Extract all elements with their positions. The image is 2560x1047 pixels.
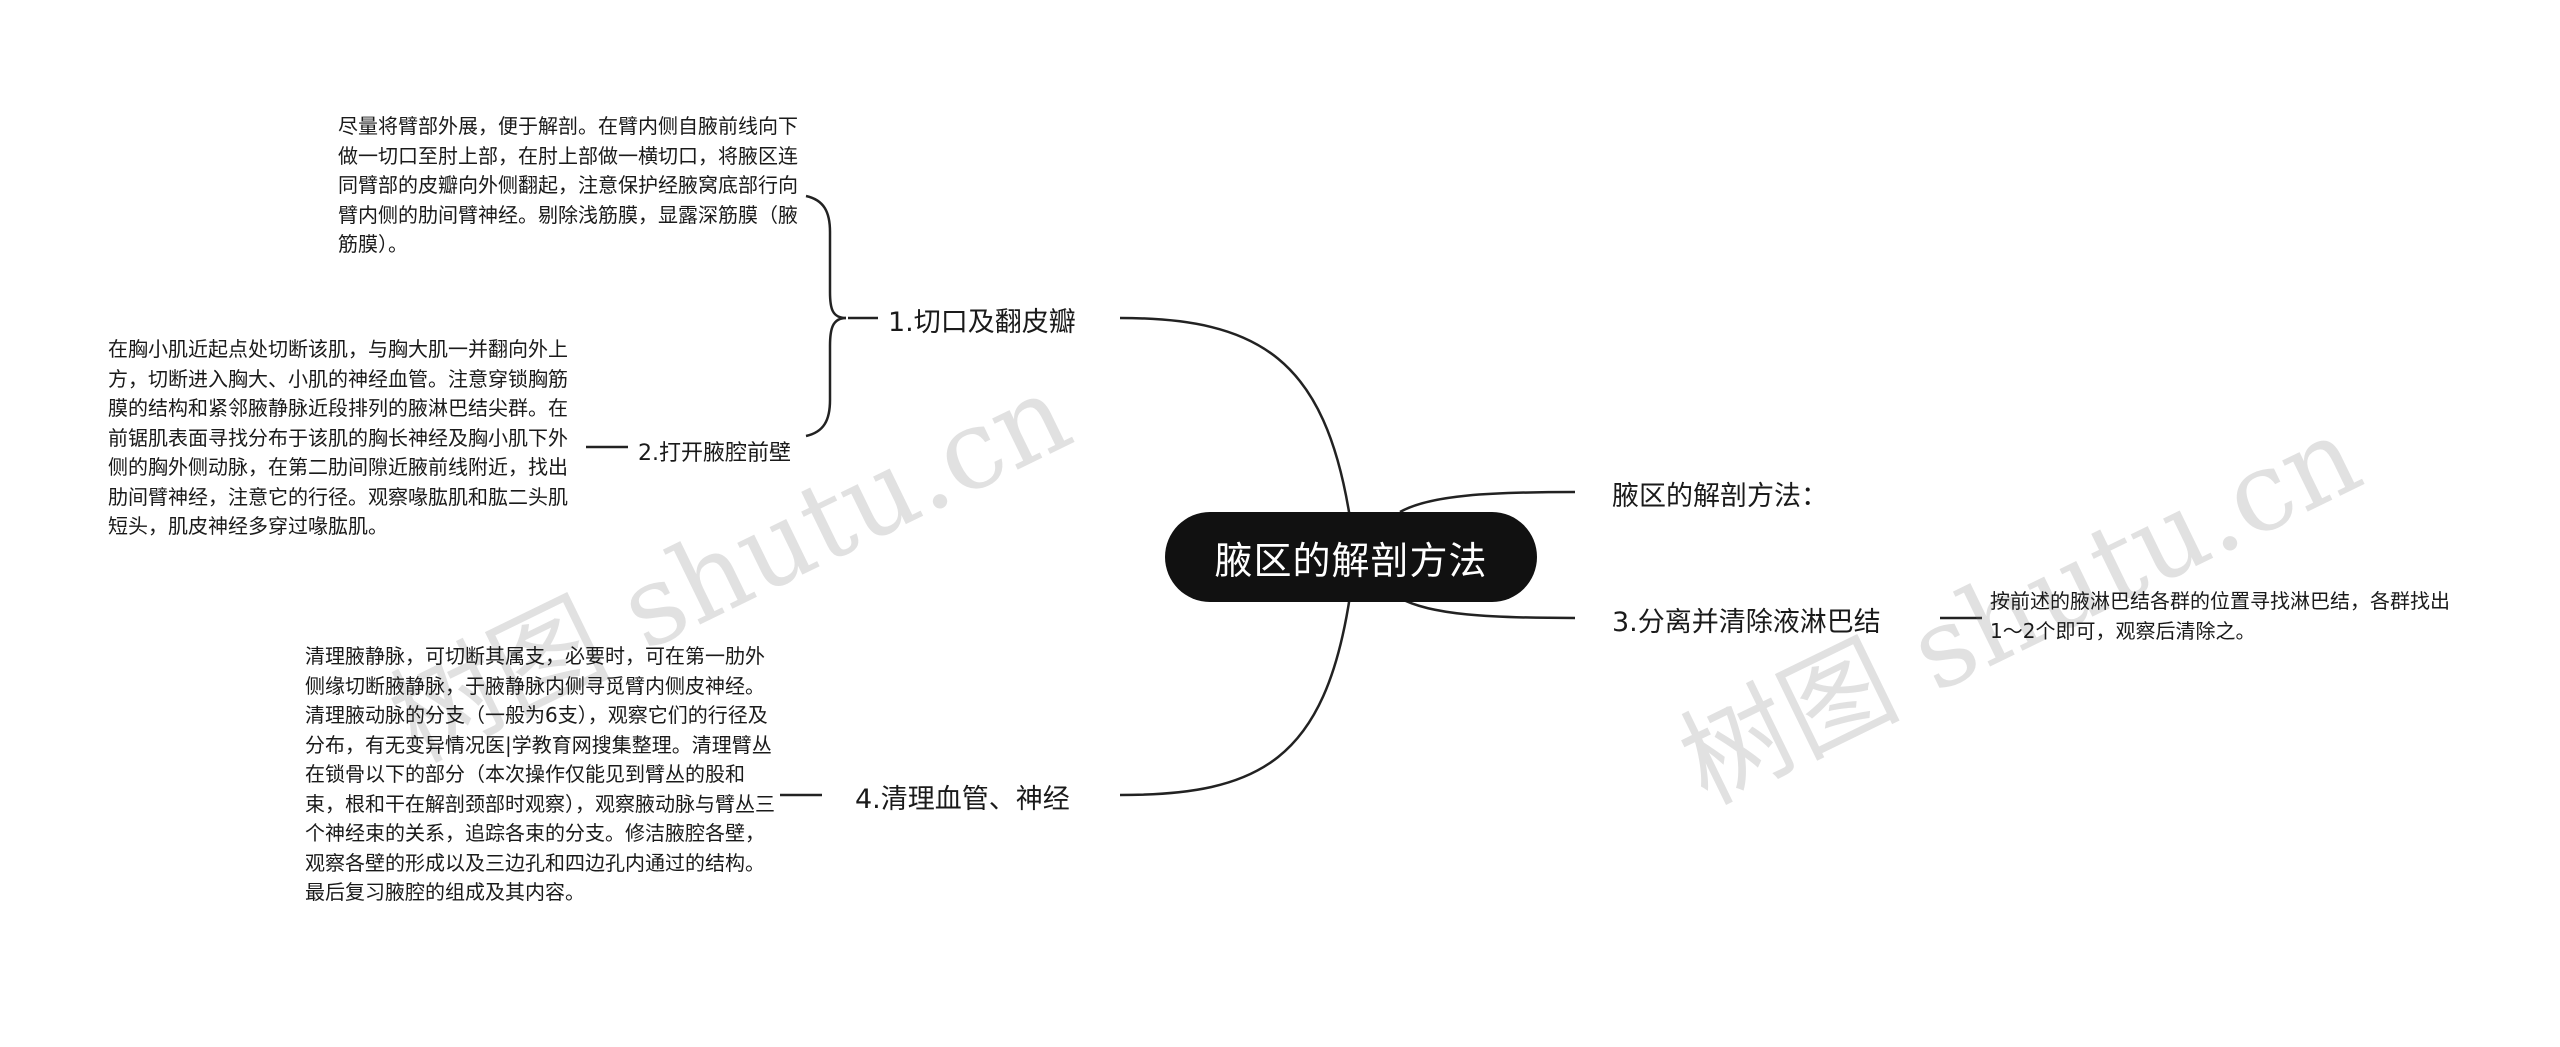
branch-node-2[interactable]: 2.打开腋腔前壁 xyxy=(638,435,791,467)
branch-node-4[interactable]: 3.分离并清除液淋巴结 xyxy=(1612,600,1881,639)
branch-label: 1.切口及翻皮瓣 xyxy=(888,307,1076,338)
branch-label: 3.分离并清除液淋巴结 xyxy=(1612,607,1881,638)
branch-node-1[interactable]: 1.切口及翻皮瓣 xyxy=(888,300,1076,339)
edge-b1-bracket-low xyxy=(805,316,847,438)
leaf-text-2: 在胸小肌近起点处切断该肌，与胸大肌一并翻向外上方，切断进入胸大、小肌的神经血管。… xyxy=(108,337,568,538)
branch-node-3[interactable]: 腋区的解剖方法： xyxy=(1612,474,1828,513)
branch-label: 4.清理血管、神经 xyxy=(855,784,1070,815)
leaf-text-4: 按前述的腋淋巴结各群的位置寻找淋巴结，各群找出1～2个即可，观察后清除之。 xyxy=(1990,589,2450,643)
edge-root-b1 xyxy=(1119,316,1352,519)
branch-label: 2.打开腋腔前壁 xyxy=(638,441,791,466)
edge-root-b4 xyxy=(1399,596,1576,620)
leaf-text-5: 清理腋静脉，可切断其属支，必要时，可在第一肋外侧缘切断腋静脉，于腋静脉内侧寻觅臂… xyxy=(305,644,775,904)
edge-b1-bracket xyxy=(805,194,847,320)
branch-label: 腋区的解剖方法： xyxy=(1612,481,1828,512)
branch-node-5[interactable]: 4.清理血管、神经 xyxy=(855,777,1070,816)
leaf-text-1: 尽量将臂部外展，便于解剖。在臂内侧自腋前线向下做一切口至肘上部，在肘上部做一横切… xyxy=(338,114,798,256)
edge-root-b3 xyxy=(1399,490,1576,514)
edge-root-b5 xyxy=(1119,595,1352,797)
root-node[interactable]: 腋区的解剖方法 xyxy=(1165,512,1537,602)
root-label: 腋区的解剖方法 xyxy=(1214,538,1488,583)
